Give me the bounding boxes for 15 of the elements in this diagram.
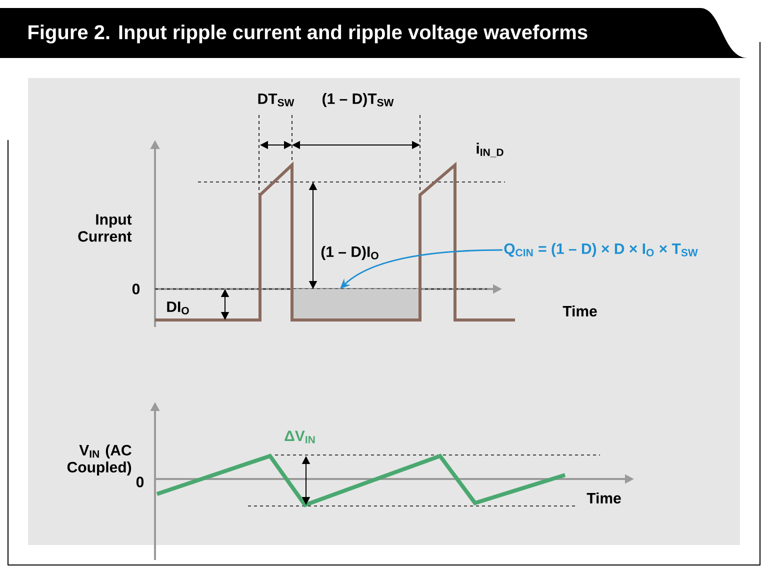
axis-title: Time	[562, 305, 597, 316]
ripple-label: ΔV$_{IN}$	[284, 430, 315, 444]
axis-title: Input Current	[78, 214, 132, 242]
zero-label: 0	[132, 284, 140, 294]
dimension-label: (1 – D)I$_{O}$	[321, 246, 378, 260]
dimension-label: DT$_{SW}$	[258, 94, 294, 106]
zero-label: 0	[136, 476, 144, 488]
axis-title: V$_{IN}$ (AC Coupled)	[67, 444, 132, 476]
dimension-label: (1 – D)T$_{SW}$	[322, 93, 394, 107]
shaded-area	[292, 289, 420, 320]
title-banner: Figure 2. Input ripple current and ripple voltage waveforms	[0, 8, 748, 58]
dimension-label: DI$_{O}$	[167, 302, 189, 314]
formula-label: Q$_{CIN}$ = (1 – D) × D × I$_{O}$ × T$_{SW}$	[504, 243, 698, 257]
axis-title: Time	[586, 492, 621, 504]
curve-label: i$_{IN_D}$	[476, 142, 504, 158]
